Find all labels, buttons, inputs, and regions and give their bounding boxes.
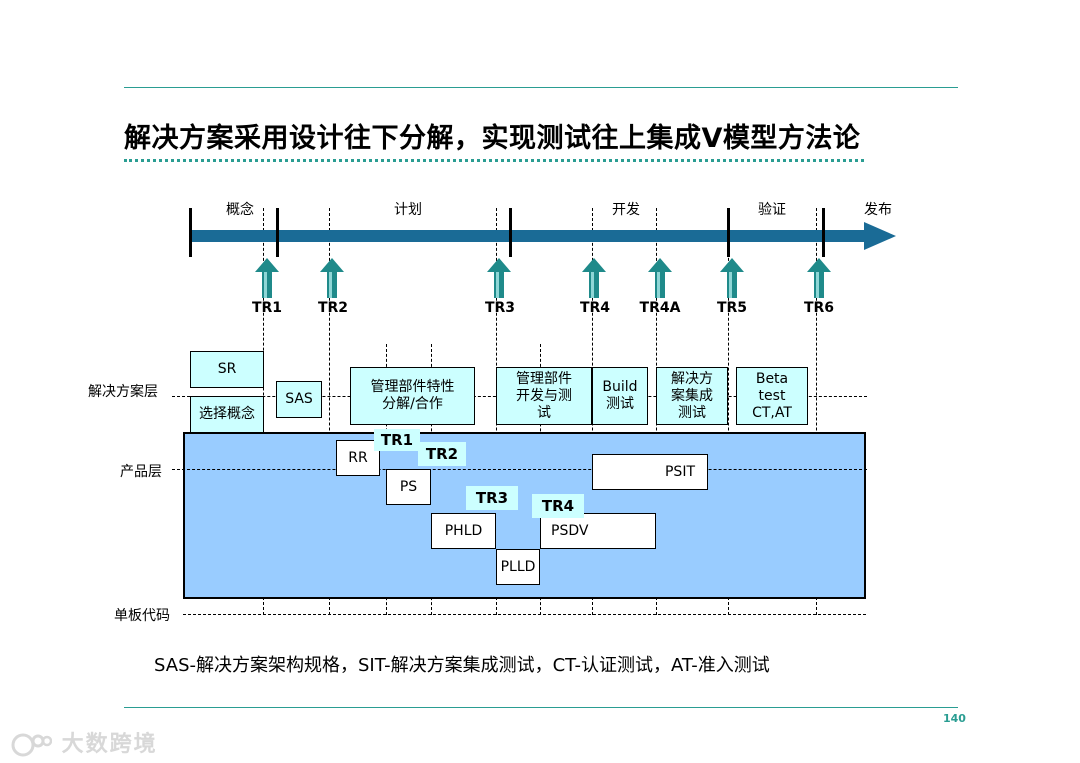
layer-label-product: 产品层 — [120, 464, 162, 480]
tr-label: TR3 — [484, 300, 516, 316]
tr2-arrow-icon — [320, 258, 344, 298]
box-plld: PLLD — [496, 549, 540, 585]
layer-label-solution: 解决方案层 — [88, 384, 158, 400]
phase-tick — [509, 208, 512, 257]
board-level-line — [183, 614, 866, 615]
title-underline — [124, 159, 864, 162]
inner-tr-tag: TR4 — [532, 494, 584, 518]
tr-label: TR2 — [317, 300, 349, 316]
tr-label: TR4 — [579, 300, 611, 316]
box-rr: RR — [336, 440, 380, 476]
box-mgmt-dev-test: 管理部件 开发与测 试 — [496, 367, 592, 425]
box-mgmt-spec: 管理部件特性 分解/合作 — [350, 367, 475, 425]
phase-plan: 计划 — [394, 202, 422, 218]
inner-tr-tag: TR3 — [466, 486, 518, 510]
tr5-arrow-icon — [720, 258, 744, 298]
watermark: 大数跨境 — [10, 726, 158, 758]
box-select-concept: 选择概念 — [190, 396, 264, 433]
tr4a-arrow-icon — [648, 258, 672, 298]
phase-tick — [727, 208, 730, 257]
phase-verify: 验证 — [758, 202, 786, 218]
guide-line — [728, 208, 729, 615]
tr-label: TR5 — [716, 300, 748, 316]
box-sas: SAS — [276, 381, 322, 418]
bottom-rule — [124, 707, 958, 708]
top-rule — [124, 87, 958, 88]
tr-label: TR1 — [251, 300, 283, 316]
watermark-logo-icon — [11, 733, 53, 757]
page-number: 140 — [943, 712, 966, 725]
phase-tick — [189, 208, 192, 257]
phase-release: 发布 — [864, 202, 892, 218]
timeline-arrowhead — [864, 222, 896, 250]
box-beta-test: Beta test CT,AT — [736, 367, 808, 425]
tr-label: TR6 — [803, 300, 835, 316]
page-title: 解决方案采用设计往下分解，实现测试往上集成V模型方法论 — [124, 123, 861, 154]
box-phld: PHLD — [431, 513, 496, 549]
tr-label: TR4A — [639, 300, 681, 316]
tr3-arrow-icon — [487, 258, 511, 298]
guide-line — [329, 208, 330, 615]
inner-tr-tag: TR1 — [374, 429, 420, 451]
phase-tick — [822, 208, 825, 257]
guide-line — [816, 208, 817, 615]
box-psit: PSIT — [592, 454, 708, 490]
box-psdv: PSDV — [540, 513, 656, 549]
box-ps: PS — [386, 469, 431, 505]
product-level-line — [172, 469, 867, 470]
box-sr: SR — [190, 351, 264, 388]
tr4-arrow-icon — [582, 258, 606, 298]
layer-label-board: 单板代码 — [114, 608, 170, 624]
phase-concept: 概念 — [226, 202, 254, 218]
box-build-test: Build 测试 — [592, 367, 648, 425]
phase-tick — [276, 208, 279, 257]
watermark-text: 大数跨境 — [61, 732, 158, 757]
box-solution-integration: 解决方 案集成 测试 — [656, 367, 728, 425]
tr6-arrow-icon — [807, 258, 831, 298]
tr1-arrow-icon — [255, 258, 279, 298]
timeline-bar — [190, 230, 866, 242]
inner-tr-tag: TR2 — [418, 442, 466, 466]
phase-develop: 开发 — [612, 202, 640, 218]
abbreviation-legend: SAS-解决方案架构规格，SIT-解决方案集成测试，CT-认证测试，AT-准入测… — [154, 655, 770, 676]
